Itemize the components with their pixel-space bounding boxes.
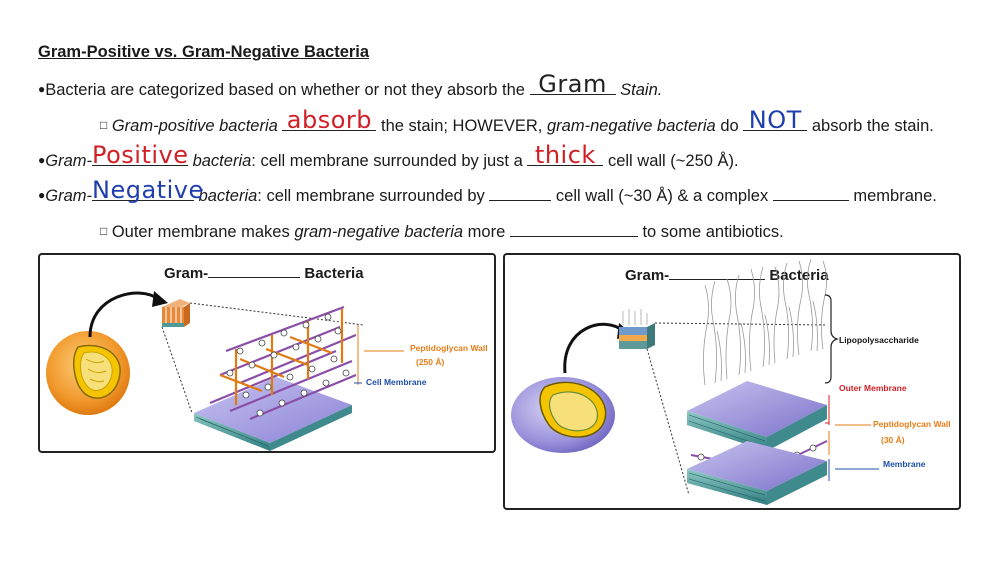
- arrow-head: [152, 291, 168, 307]
- zoom-cube-layers: [619, 309, 655, 349]
- line4-t1: Gram-: [45, 187, 92, 205]
- gram-positive-illustration: [46, 291, 404, 451]
- panel-right-title-suffix: Bacteria: [765, 267, 829, 284]
- blank-negative: Negative: [92, 178, 203, 202]
- zoom-arrow: [563, 322, 624, 374]
- blank-absorb: absorb: [282, 108, 377, 132]
- lps-brace: [824, 294, 839, 384]
- blank-outer: [772, 184, 849, 201]
- blank-resistant: [509, 220, 638, 237]
- answer-negative: Negative: [92, 176, 204, 204]
- blank-gram: Gram: [529, 72, 616, 96]
- answer-thick: thick: [534, 141, 596, 169]
- panel-right-title-prefix: Gram-: [625, 267, 670, 284]
- panel-right-title: Gram- Bacteria: [625, 265, 829, 284]
- bullet-square: □: [100, 224, 108, 238]
- inner-membrane-slab: [687, 441, 827, 505]
- line2-t1: Gram-positive bacteria: [111, 117, 278, 135]
- label-membrane: Membrane: [883, 459, 926, 469]
- line5-t2: gram-negative bacteria: [294, 223, 464, 241]
- answer-positive: Positive: [92, 141, 189, 169]
- sub-line-absorb: □ Gram-positive bacteria absorb the stai…: [100, 108, 934, 136]
- lipopolysaccharide-strands: [703, 258, 827, 386]
- peptidoglycan-lattice: [209, 305, 357, 421]
- line5-t4: to some antibiotics.: [637, 223, 784, 241]
- line2-t3: gram-negative bacteria: [546, 117, 716, 135]
- label-wall-thickness: (30 Å): [881, 435, 905, 445]
- zoom-cube: [162, 299, 190, 327]
- line5-t1: Outer membrane makes: [107, 223, 295, 241]
- line3-t3: : cell membrane surrounded by just a: [251, 152, 528, 170]
- answer-absorb: absorb: [286, 106, 373, 134]
- line2-t4: do: [715, 117, 744, 135]
- zoom-arrow: [88, 291, 159, 338]
- line2-t5: absorb the stain.: [807, 117, 934, 135]
- bullet-line-gram-positive: ●Gram-Positive bacteria: cell membrane s…: [38, 143, 739, 171]
- bullet-square: □: [100, 118, 108, 132]
- gram-negative-illustration: [511, 258, 879, 505]
- line3-t1: Gram-: [45, 152, 92, 170]
- label-peptidoglycan-wall: Peptidoglycan Wall: [873, 419, 951, 429]
- page-title: Gram-Positive vs. Gram-Negative Bacteria: [38, 43, 370, 61]
- bacterium-sphere: [46, 331, 130, 415]
- panel-left-title: Gram- Bacteria: [164, 263, 364, 282]
- blank-positive: Positive: [92, 143, 188, 167]
- bullet-dot: ●: [38, 188, 46, 202]
- panel-left-title-blank: [208, 263, 301, 278]
- blank-not: NOT: [743, 108, 808, 132]
- line1-text-before: Bacteria are categorized based on whethe…: [45, 81, 530, 99]
- line3-t2: bacteria: [188, 152, 252, 170]
- label-cell-membrane: Cell Membrane: [366, 377, 427, 387]
- label-lipopolysaccharide: Lipopolysaccharide: [839, 335, 919, 345]
- line5-t3: more: [463, 223, 510, 241]
- label-peptidoglycan-wall: Peptidoglycan Wall: [410, 343, 488, 353]
- bacterium-rod: [511, 377, 615, 453]
- label-outer-membrane: Outer Membrane: [839, 383, 907, 393]
- bullet-dot: ●: [38, 153, 46, 167]
- line2-t2: the stain; HOWEVER,: [376, 117, 547, 135]
- panel-right-title-blank: [669, 265, 766, 280]
- panel-left-title-suffix: Bacteria: [300, 265, 364, 282]
- label-wall-thickness: (250 Å): [416, 357, 445, 367]
- bullet-dot: ●: [38, 82, 46, 96]
- line3-t4: cell wall (~250 Å).: [603, 152, 739, 170]
- blank-thick: thick: [527, 143, 604, 167]
- answer-not: NOT: [748, 106, 802, 134]
- panel-gram-negative: Gram- Bacteria: [503, 253, 961, 510]
- blank-thin: [489, 184, 552, 201]
- line4-t2: bacteria: [194, 187, 258, 205]
- bullet-line-gram-negative: ●Gram-Negative bacteria: cell membrane s…: [38, 178, 937, 206]
- answer-gram: Gram: [538, 70, 607, 98]
- line4-t5: membrane.: [848, 187, 937, 205]
- line4-t4: cell wall (~30 Å) & a complex: [551, 187, 773, 205]
- panel-left-title-prefix: Gram-: [164, 265, 209, 282]
- line4-t3: : cell membrane surrounded by: [257, 187, 490, 205]
- sub-line-outer-membrane: □ Outer membrane makes gram-negative bac…: [100, 220, 784, 242]
- panel-gram-positive: Gram- Bacteria: [38, 253, 496, 453]
- bullet-line-classification: ●Bacteria are categorized based on wheth…: [38, 72, 663, 100]
- line1-text-after: Stain.: [615, 81, 663, 99]
- outer-membrane-slab: [687, 381, 827, 451]
